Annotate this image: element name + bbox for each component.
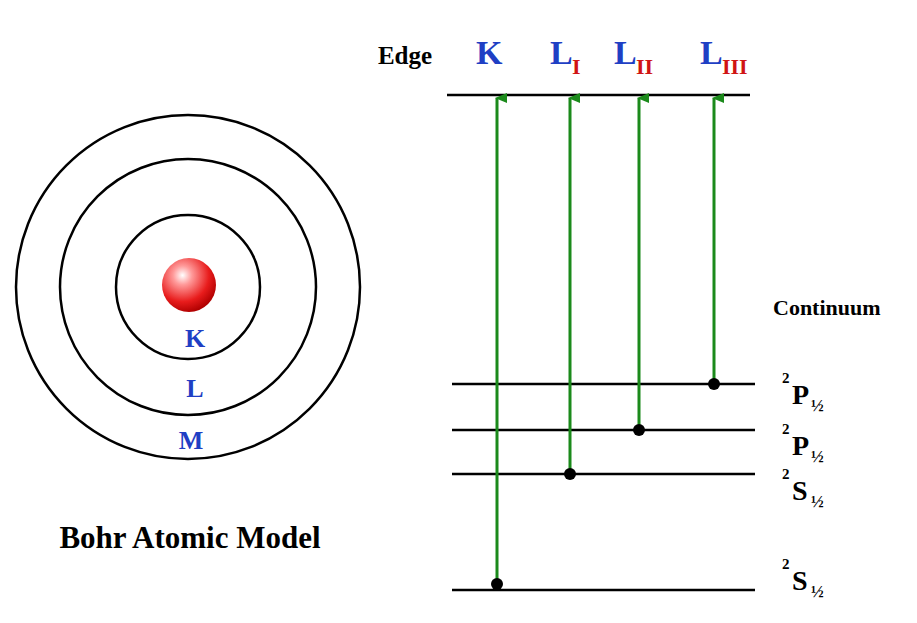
- edge-name: L: [700, 36, 723, 70]
- term-multiplicity: 2: [782, 557, 790, 572]
- edge-label: Edge: [378, 43, 432, 68]
- term-multiplicity: 2: [782, 422, 790, 437]
- term-j-value: ½: [811, 493, 824, 510]
- shell-label: M: [179, 428, 204, 454]
- transition-arrows: [497, 98, 714, 584]
- term-multiplicity: 2: [782, 467, 790, 482]
- energy-levels: [447, 95, 755, 590]
- continuum-label: Continuum: [773, 297, 881, 319]
- shell-label: L: [186, 376, 203, 402]
- term-j-value: ½: [811, 583, 824, 600]
- term-symbol: S: [792, 567, 808, 595]
- term-j-value: ½: [811, 397, 824, 414]
- edge-name: L: [550, 36, 573, 70]
- edge-subscript: I: [572, 56, 581, 78]
- orbit-circles: [16, 115, 360, 459]
- electron-dots: [491, 378, 720, 590]
- term-multiplicity: 2: [782, 371, 790, 386]
- edge-name: K: [476, 36, 502, 70]
- term-symbol: P: [792, 381, 809, 409]
- shell-label: K: [185, 326, 205, 352]
- model-title: Bohr Atomic Model: [59, 522, 320, 553]
- term-j-value: ½: [811, 448, 824, 465]
- edge-subscript: III: [722, 56, 748, 78]
- term-symbol: S: [792, 477, 808, 505]
- edge-subscript: II: [636, 56, 653, 78]
- nucleus: [162, 258, 216, 312]
- edge-name: L: [614, 36, 637, 70]
- term-symbol: P: [792, 432, 809, 460]
